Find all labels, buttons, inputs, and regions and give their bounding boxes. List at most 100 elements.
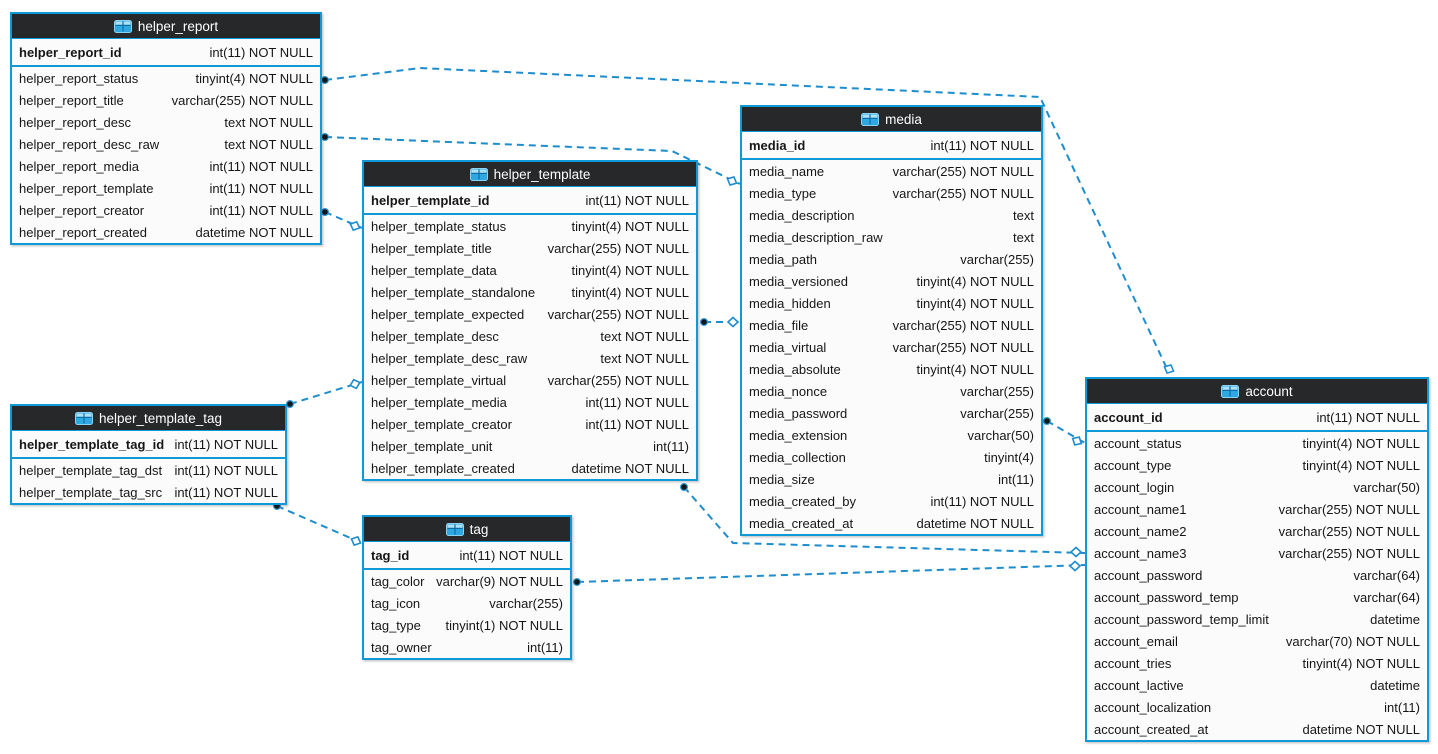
- relationship-helper_template_tag-helper_template[interactable]: [286, 378, 363, 409]
- relationship-helper_report-media[interactable]: [321, 133, 741, 188]
- column-type: datetime NOT NULL: [195, 224, 313, 240]
- column-name: helper_template_tag_dst: [19, 462, 163, 478]
- column-type: varchar(255) NOT NULL: [892, 339, 1034, 355]
- table-header[interactable]: tag: [364, 517, 570, 542]
- column-type: varchar(70) NOT NULL: [1285, 633, 1420, 649]
- table-helper_template_tag[interactable]: helper_template_tag helper_template_tag_…: [10, 404, 287, 505]
- relationship-helper_template_tag-tag[interactable]: [273, 502, 363, 548]
- many-end-dot: [321, 208, 330, 217]
- table-header[interactable]: helper_report: [12, 14, 320, 39]
- column-name: media_collection: [749, 449, 846, 465]
- column-type: datetime NOT NULL: [1302, 721, 1420, 737]
- many-end-dot: [1042, 417, 1051, 426]
- column-name: account_name3: [1094, 545, 1187, 561]
- table-header[interactable]: helper_template_tag: [12, 406, 285, 431]
- column-type: tinyint(4) NOT NULL: [1302, 435, 1420, 451]
- relationship-line: [324, 136, 741, 185]
- table-header[interactable]: account: [1087, 379, 1427, 404]
- column-type: varchar(255) NOT NULL: [547, 240, 689, 256]
- table-header[interactable]: media: [742, 107, 1041, 132]
- relationship-helper_report-helper_template[interactable]: [321, 208, 363, 232]
- table-header[interactable]: helper_template: [364, 162, 696, 187]
- relationship-tag-account[interactable]: [572, 560, 1086, 586]
- relationship-helper_template-media[interactable]: [699, 316, 740, 328]
- column-type: varchar(255) NOT NULL: [171, 92, 313, 108]
- relationship-helper_template-account[interactable]: [679, 483, 1086, 558]
- column-type: int(11) NOT NULL: [585, 394, 689, 410]
- column-name: media_path: [749, 251, 817, 267]
- relationship-media-account[interactable]: [1042, 417, 1086, 448]
